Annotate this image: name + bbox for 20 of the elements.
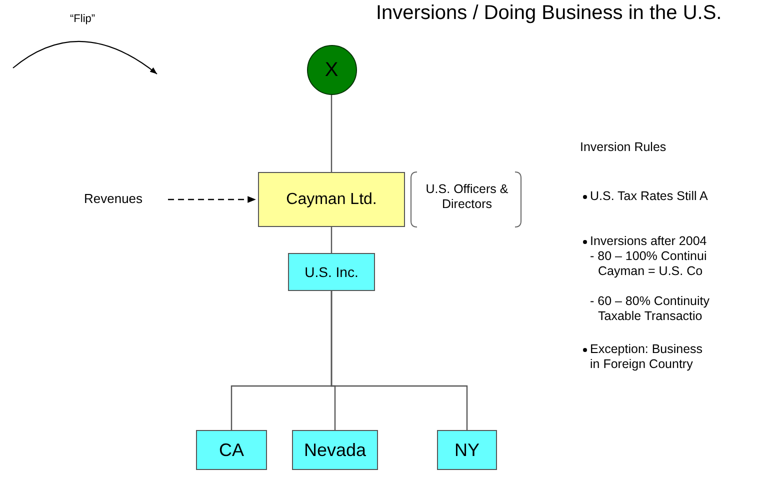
entity-box: Cayman Ltd. [258, 172, 405, 227]
circle-node: X [306, 45, 356, 95]
title: Inversions / Doing Business in the U.S. [376, 2, 722, 25]
text-label: Revenues [84, 188, 164, 208]
dashed-arrow [168, 196, 256, 203]
annotation-text: “Flip” [70, 12, 96, 27]
connector-line [330, 291, 468, 430]
entity-box: CA [196, 430, 267, 470]
entity-box: U.S. Inc. [288, 253, 375, 291]
side-note: U.S. Officers & Directors [424, 182, 510, 212]
bullet-text: Inversions after 2004 [590, 234, 707, 249]
bullet-text: Exception: Business in Foreign Country [590, 342, 704, 372]
sub-bullet-text: - 60 – 80% Continuity Taxable Transactio [589, 294, 711, 324]
heading-text: Inversion Rules [580, 140, 666, 155]
connector-line [330, 227, 332, 253]
connector-line [330, 95, 332, 172]
bullet-text: U.S. Tax Rates Still A [590, 189, 708, 204]
sub-bullet-text: - 80 – 100% Continui Cayman = U.S. Co [589, 249, 708, 279]
entity-box: NY [437, 430, 497, 470]
entity-box: Nevada [292, 430, 378, 470]
